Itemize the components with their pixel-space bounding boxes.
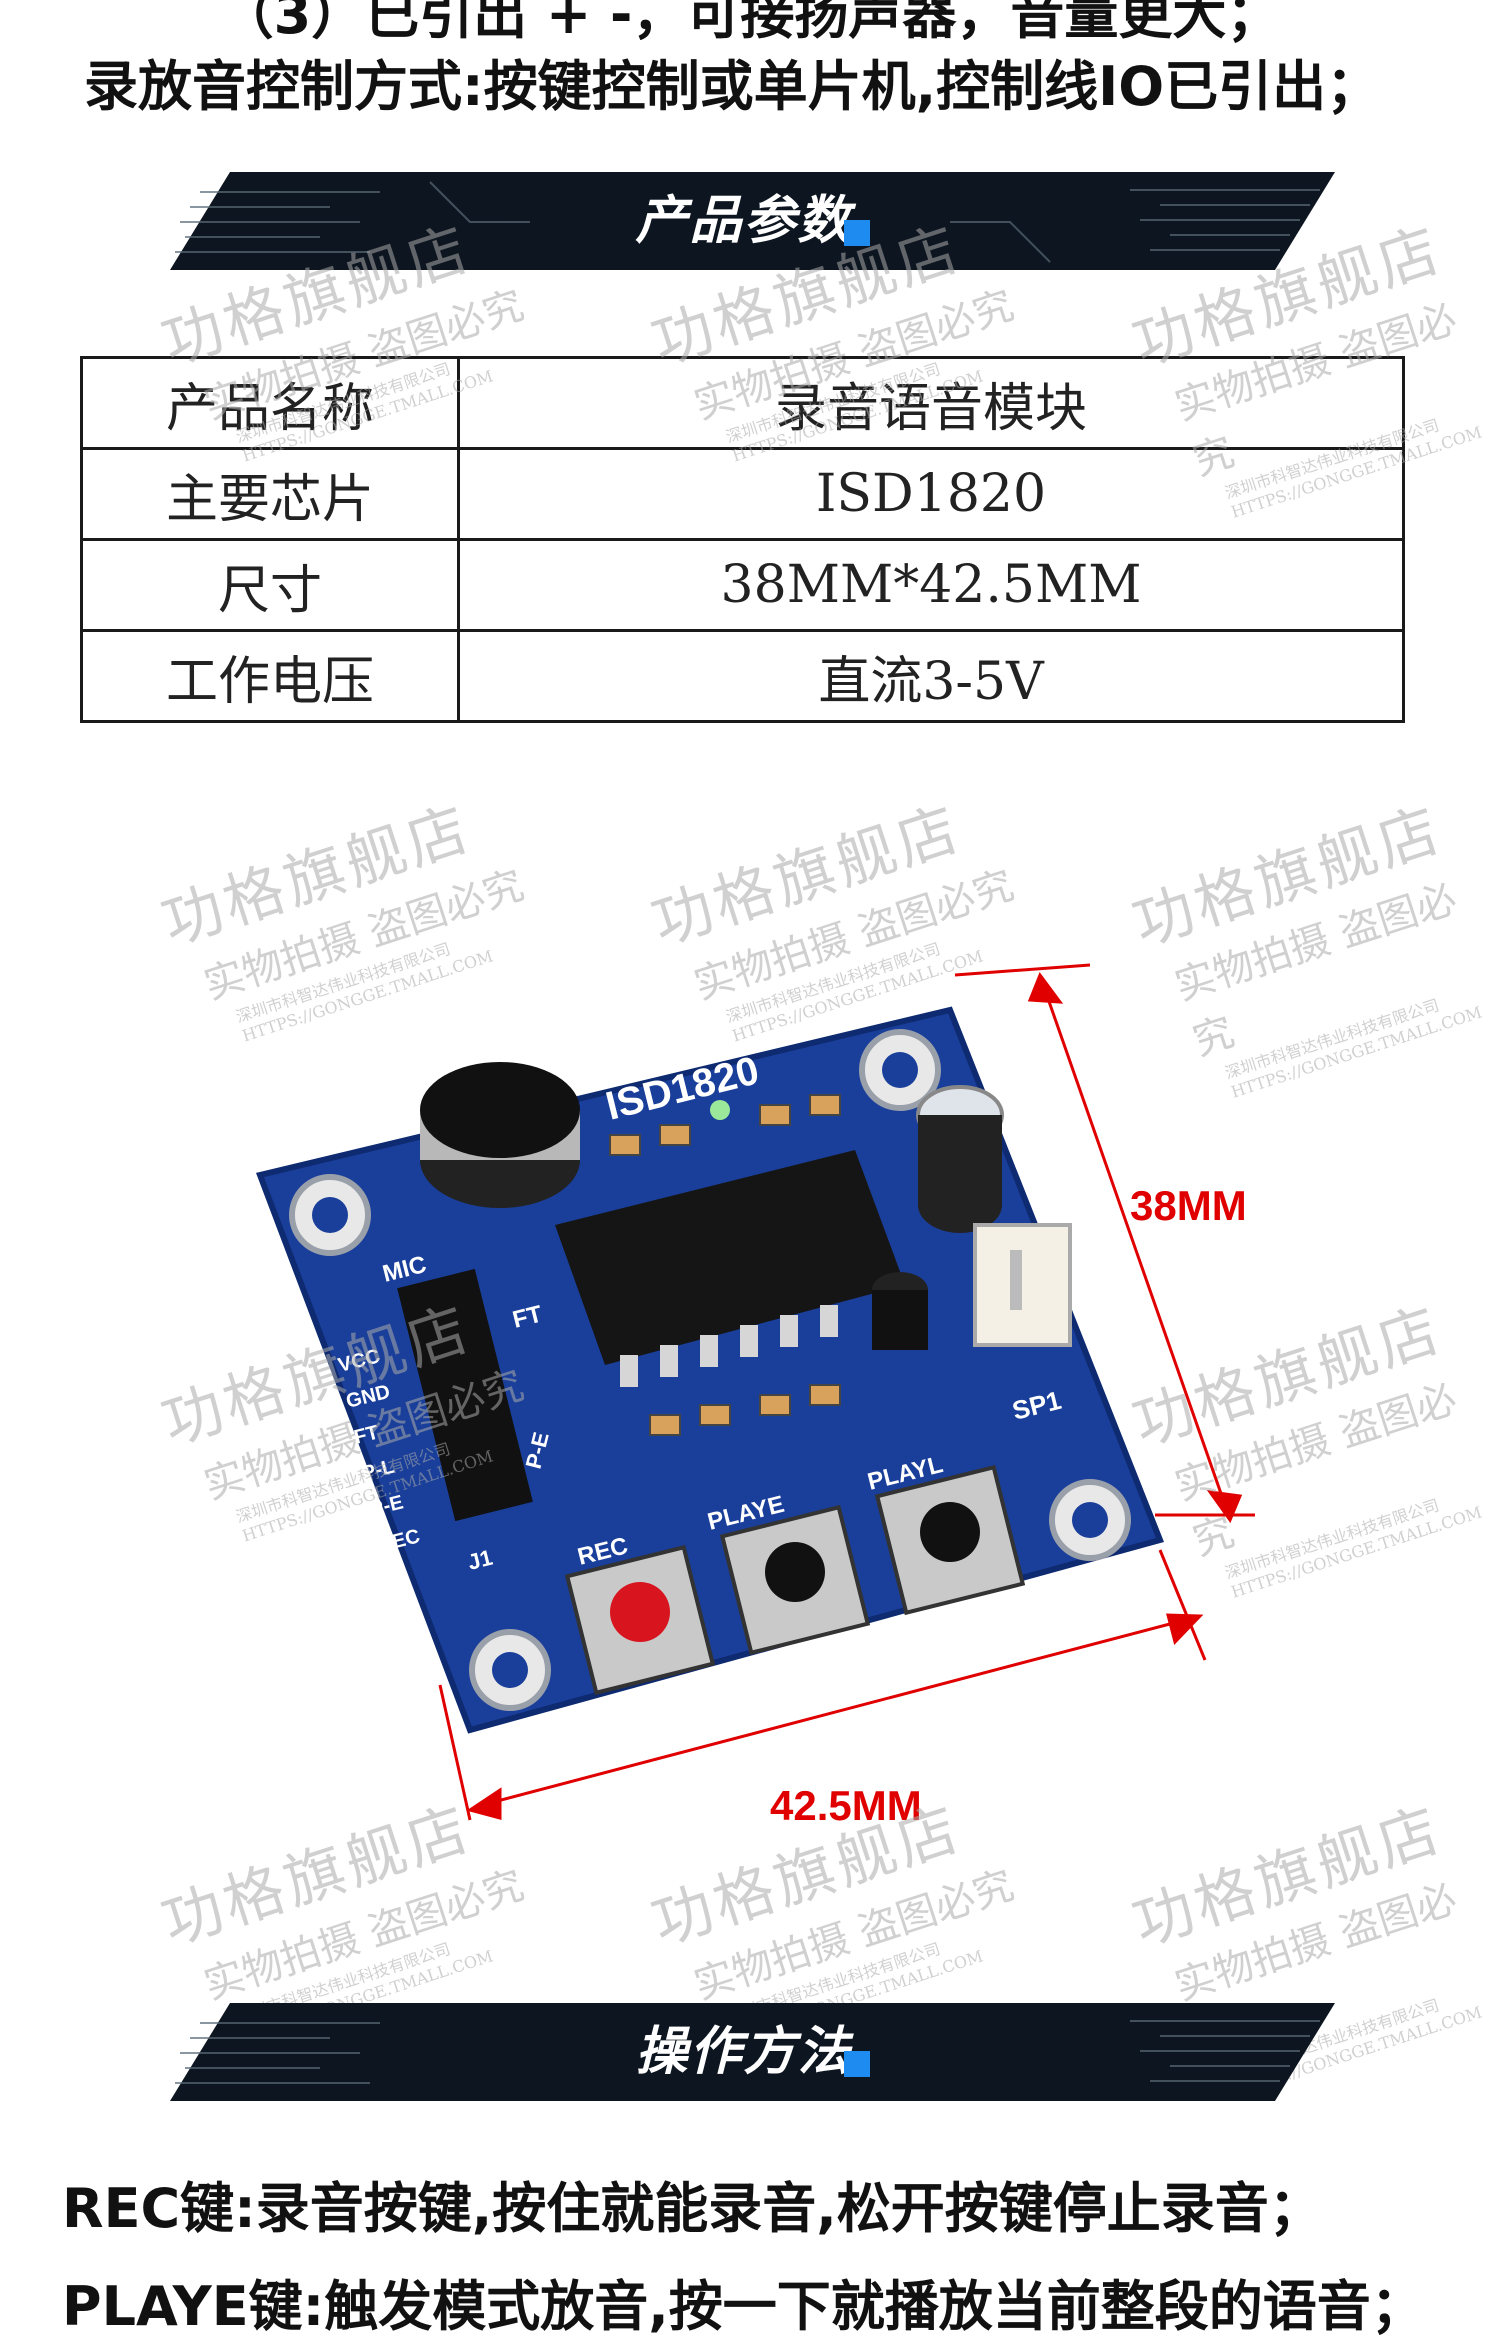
instruction-playe: PLAYE键:触发模式放音,按一下就播放当前整段的语音；	[62, 2275, 1425, 2338]
pin-header	[397, 1268, 533, 1522]
cut-off-header-line: （3）已引出 + -，可接扬声器，音量更大；	[219, 0, 1281, 46]
section-title-usage: 操作方法	[635, 2022, 852, 2082]
accent-square-icon	[843, 2051, 870, 2077]
capacitors	[872, 1085, 1004, 1350]
table-row: 产品名称 录音语音模块	[80, 356, 1405, 450]
spec-value: 直流3-5V	[457, 629, 1405, 723]
pcb-board	[255, 1006, 1165, 1734]
table-row: 主要芯片 ISD1820	[80, 447, 1405, 541]
table-row: 工作电压 直流3-5V	[80, 629, 1405, 723]
spec-value: ISD1820	[457, 447, 1405, 541]
control-method-line: 录放音控制方式:按键控制或单片机,控制线IO已引出；	[84, 55, 1381, 118]
height-dimension-label: 38MM	[1130, 1182, 1247, 1229]
product-photo: ISD1820 MIC FT VCC GND FT P-L P-E REC P-…	[255, 963, 1255, 1829]
accent-square-icon	[843, 220, 870, 246]
width-dimension-label: 42.5MM	[770, 1782, 922, 1829]
spec-value: 录音语音模块	[457, 356, 1405, 450]
section-title-params: 产品参数	[635, 191, 852, 251]
section-banner-usage: 操作方法	[170, 2003, 1335, 2101]
spec-label: 产品名称	[80, 356, 460, 450]
spec-table: 产品名称 录音语音模块 主要芯片 ISD1820 尺寸 38MM*42.5MM …	[80, 356, 1405, 723]
spec-value: 38MM*42.5MM	[457, 538, 1405, 632]
ic-chip	[555, 1150, 905, 1365]
playe-button-cap	[765, 1542, 825, 1602]
microphone	[420, 1062, 580, 1208]
table-row: 尺寸 38MM*42.5MM	[80, 538, 1405, 632]
speaker-connector	[973, 1223, 1072, 1347]
spec-label: 工作电压	[80, 629, 460, 723]
playl-button-cap	[920, 1502, 980, 1562]
section-banner-params: 产品参数	[170, 172, 1335, 270]
spec-label: 主要芯片	[80, 447, 460, 541]
spec-label: 尺寸	[80, 538, 460, 632]
buttons	[564, 1464, 1026, 1696]
instruction-rec: REC键:录音按键,按住就能录音,松开按键停止录音；	[62, 2177, 1323, 2240]
pcb-label-j1: J1	[465, 1545, 495, 1575]
rec-button-cap	[610, 1582, 670, 1642]
